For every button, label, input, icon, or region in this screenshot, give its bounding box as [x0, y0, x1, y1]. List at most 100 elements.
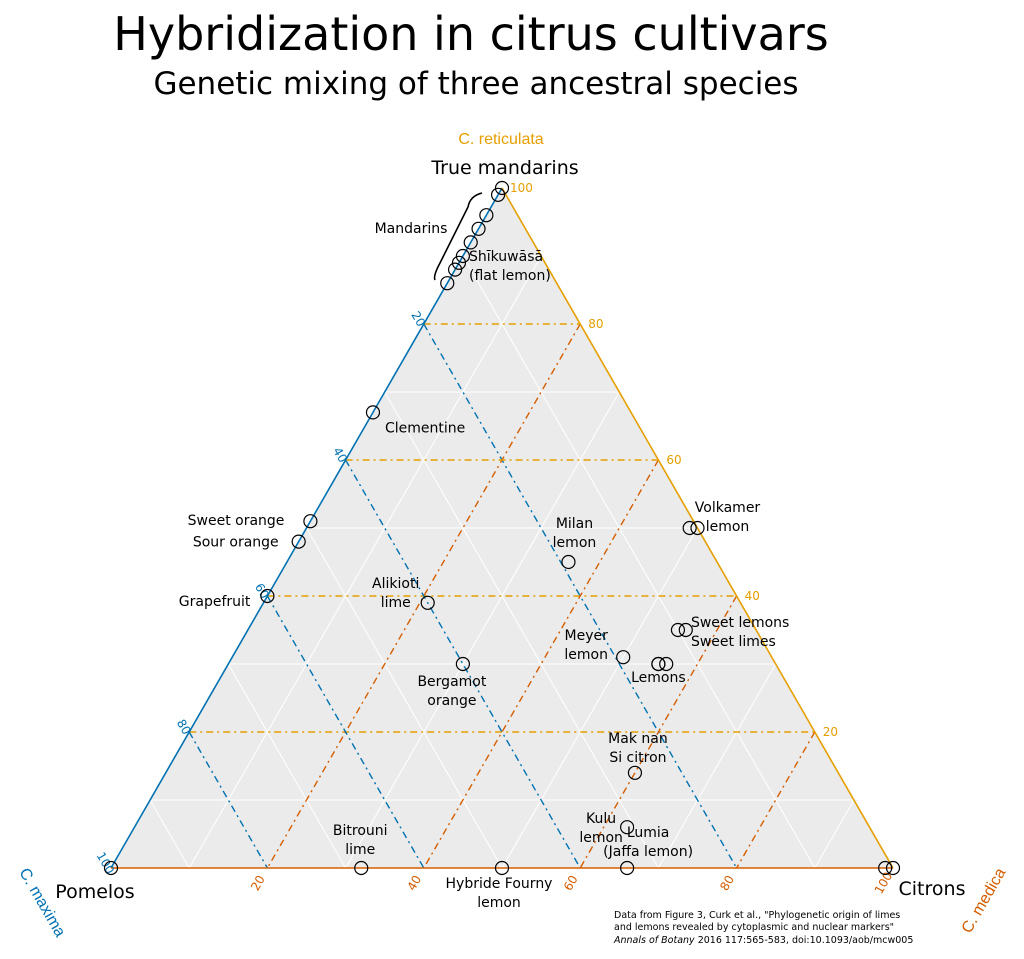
point-label-line: Hybride Fourny: [446, 876, 553, 892]
chart-subtitle: Genetic mixing of three ancestral specie…: [153, 66, 798, 102]
tick-label-reticulata: 100: [510, 181, 533, 195]
data-point: [440, 276, 455, 291]
point-label: Sour orange: [193, 535, 279, 551]
data-point: [678, 622, 693, 638]
data-point: [885, 860, 901, 876]
grid-major-maxima: [266, 595, 425, 869]
data-point: [471, 221, 486, 236]
data-point: [620, 860, 635, 876]
point-label: Milan lemon: [553, 516, 597, 551]
tick-label-maxima: 40: [330, 445, 350, 465]
data-point: [455, 656, 470, 672]
tick-label-maxima: 60: [252, 581, 272, 601]
point-label-line: Lumia: [627, 825, 670, 841]
data-point: [878, 860, 893, 876]
grid-minor-maxima: [384, 391, 659, 869]
point-label-line: Mak nan: [608, 731, 668, 747]
data-point: [479, 208, 494, 223]
grid-major-medica: [579, 595, 738, 869]
data-point: [447, 262, 463, 277]
point-label-line: Shīkuwāsā: [469, 249, 543, 265]
tick-label-maxima: 80: [174, 717, 194, 737]
data-point: [303, 514, 318, 529]
point-label-line: orange: [427, 693, 476, 709]
tick-label-reticulata: 80: [588, 317, 603, 331]
point-label-line: Milan: [556, 516, 593, 532]
grid-minor-maxima: [462, 255, 816, 869]
point-label: Hybride Fourny lemon: [446, 876, 553, 911]
point-label-line: Sweet orange: [188, 513, 285, 529]
point-label-line: (flat lemon): [469, 268, 551, 284]
point-label: Meyer lemon: [564, 628, 608, 663]
axis-edge-maxima: [110, 187, 503, 869]
grid-minor-maxima: [149, 799, 190, 869]
point-label-line: Bitrouni: [333, 823, 388, 839]
grid-minor-medica: [657, 663, 777, 869]
point-label-line: Sweet lemons: [691, 615, 789, 631]
point-label-line: Meyer: [565, 628, 609, 644]
vertex-label-pomelos: Pomelos: [55, 881, 134, 903]
point-label-line: Alikioti: [372, 576, 419, 592]
data-point: [455, 248, 470, 264]
data-point: [354, 860, 369, 876]
point-label: Alikioti lime: [372, 576, 419, 611]
grid-minor-medica: [345, 391, 620, 869]
credit-line-1: Data from Figure 3, Curk et al., "Phylog…: [614, 910, 900, 921]
data-point: [651, 656, 666, 672]
point-label-line: lemon: [553, 535, 597, 551]
data-point: [616, 650, 631, 665]
tick-label-reticulata: 20: [823, 725, 838, 739]
tick-label-medica: 40: [404, 873, 424, 893]
credit-journal: Annals of Botany: [613, 935, 695, 946]
point-label: Bitrouni lime: [333, 823, 388, 858]
point-label-line: Kulu: [586, 811, 616, 827]
data-point: [670, 622, 686, 638]
point-label-line: Clementine: [385, 420, 465, 436]
grid-major-maxima: [188, 731, 269, 869]
point-label-line: Bergamot: [417, 674, 486, 690]
grid-major-medica: [266, 323, 581, 869]
grid-minor-medica: [188, 255, 542, 869]
tick-label-reticulata: 40: [745, 589, 760, 603]
tick-label-medica: 60: [561, 873, 581, 893]
credit-line-2: and lemons revealed by cytoplasmic and n…: [614, 922, 894, 933]
data-point: [451, 255, 467, 270]
point-label-line: lime: [381, 595, 411, 611]
point-label-line: Lemons: [631, 670, 686, 686]
data-point: [561, 554, 576, 570]
point-label-line: lemon: [477, 895, 521, 911]
tick-label-reticulata: 60: [666, 453, 681, 467]
point-label-line: lime: [345, 842, 375, 858]
point-label-line: lemon: [564, 647, 608, 663]
grid-major-medica: [423, 459, 660, 869]
point-label-line: Sour orange: [193, 535, 279, 551]
point-label-line: lemon: [706, 519, 750, 535]
label-mandarins: Mandarins: [375, 221, 448, 237]
point-label-line: Volkamer: [695, 500, 761, 516]
data-point: [620, 820, 635, 835]
data-point: [659, 656, 674, 672]
data-point: [490, 187, 506, 202]
grid-minor-medica: [814, 799, 855, 869]
point-label: Lumia(Jaffa lemon): [603, 825, 693, 860]
credit-citation: 2016 117:565-583, doi:10.1093/aob/mcw005: [695, 935, 914, 946]
grid-major-maxima: [423, 323, 738, 869]
data-credit: Data from Figure 3, Curk et al., "Phylog…: [613, 910, 913, 946]
data-point: [463, 235, 478, 250]
grid-major-maxima: [344, 459, 581, 869]
data-point: [103, 860, 119, 876]
point-label: Bergamot orange: [417, 674, 486, 709]
data-point: [494, 180, 510, 196]
grid-major-medica: [735, 731, 816, 869]
point-label-line: Sweet limes: [691, 634, 776, 650]
point-label: Grapefruit: [179, 594, 251, 610]
data-point: [260, 588, 275, 604]
tick-label-medica: 100: [872, 870, 896, 897]
chart-title: Hybridization in citrus cultivars: [113, 7, 828, 61]
tick-label-maxima: 20: [408, 309, 428, 329]
point-label: Lemons: [631, 670, 686, 686]
data-point: [627, 765, 643, 780]
species-label-reticulata: C. reticulata: [458, 131, 543, 148]
